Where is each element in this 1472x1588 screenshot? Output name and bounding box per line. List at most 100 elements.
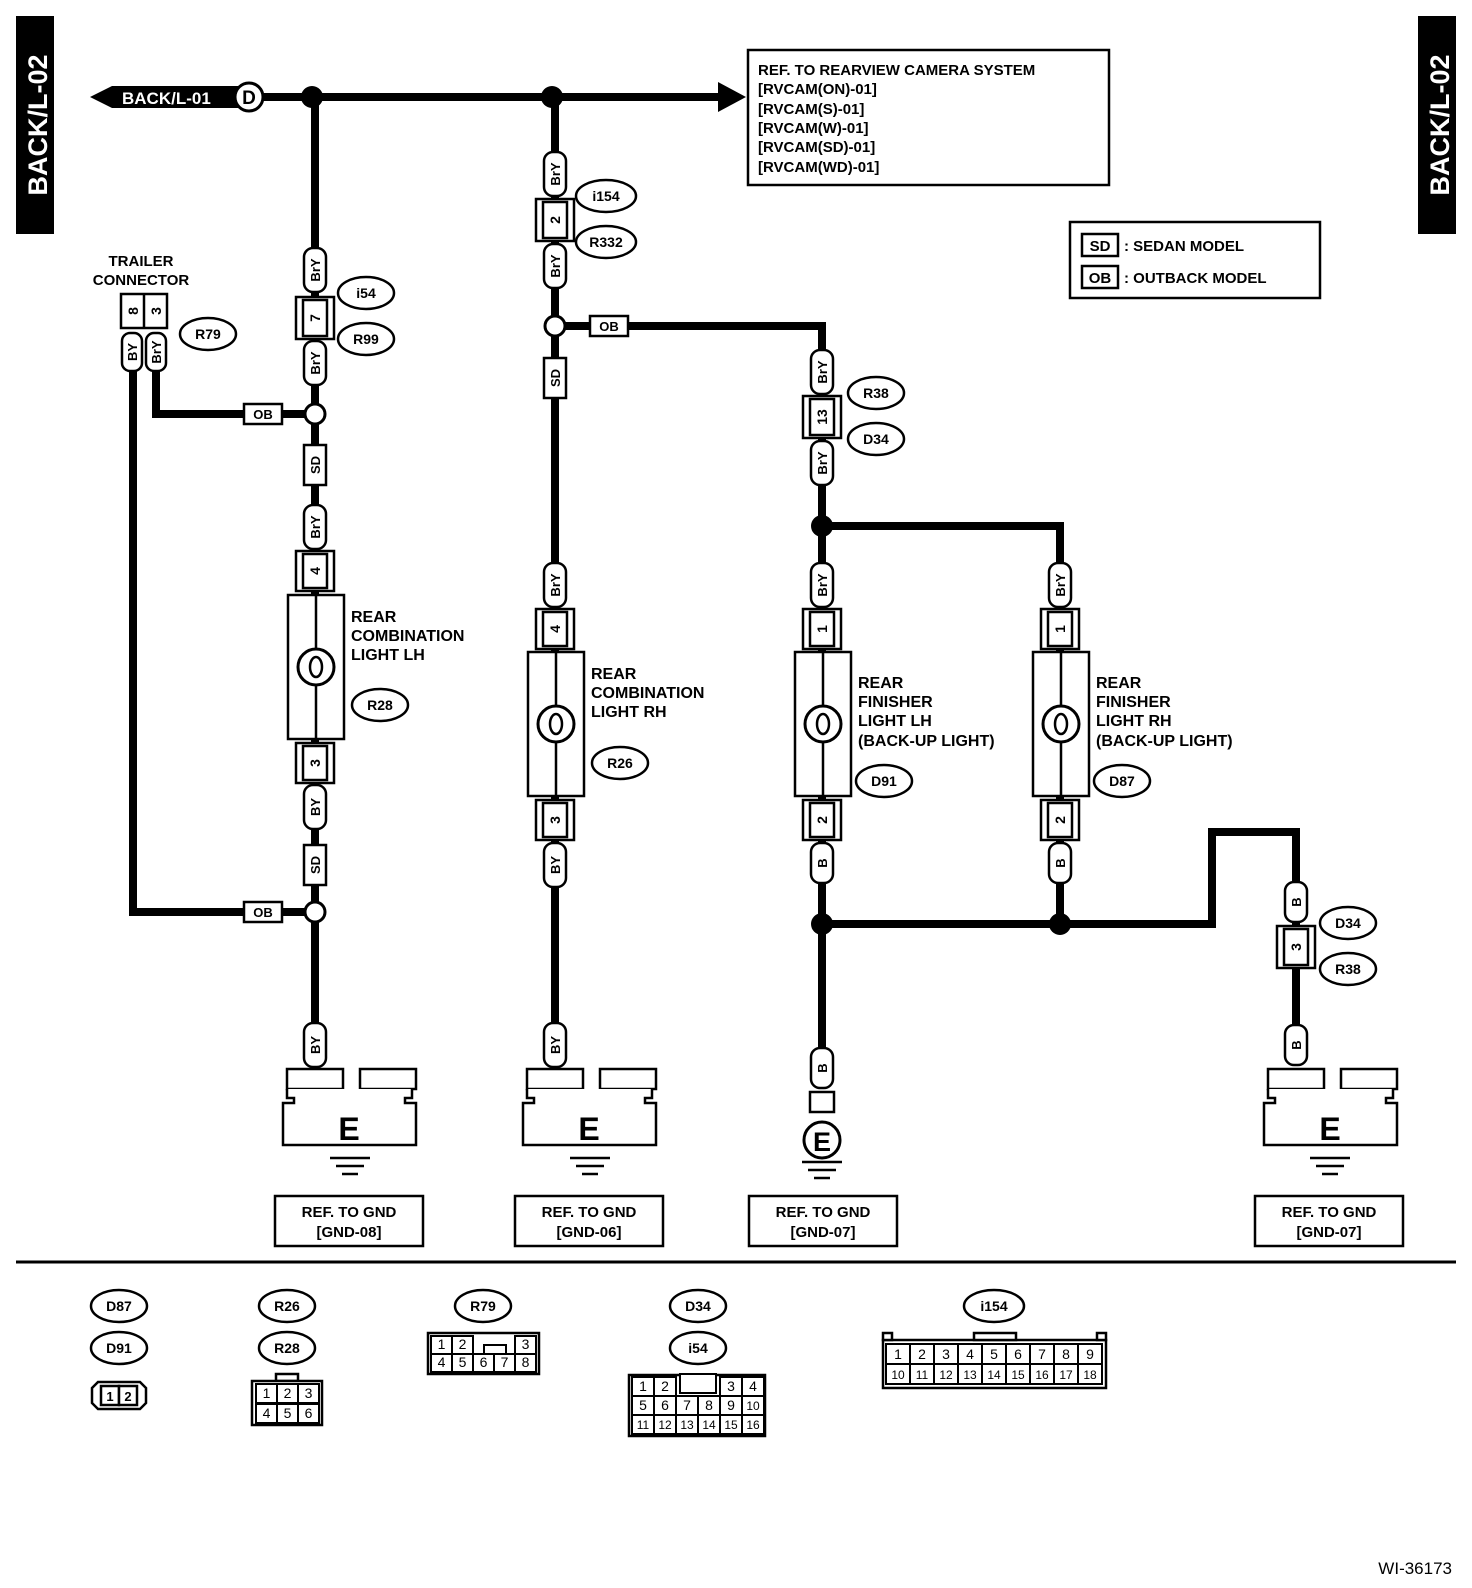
wire-by-2: BY <box>308 1036 323 1054</box>
cv-i154-pin-2: 2 <box>918 1346 926 1362</box>
cv-i154-pin-10: 10 <box>891 1368 905 1382</box>
cv-d34-pin-9: 9 <box>727 1397 735 1413</box>
pin-2: 2 <box>547 216 563 224</box>
pin-gnd07: 3 <box>1288 943 1304 951</box>
wire-bry-6: BrY <box>548 573 563 596</box>
cv-label-r28: R28 <box>274 1340 300 1356</box>
connector-r332: R332 <box>589 234 623 250</box>
cv-r79-pin-6: 6 <box>480 1354 488 1370</box>
cv-i154-pin-13: 13 <box>963 1368 977 1382</box>
cv-r79-pin-8: 8 <box>522 1354 530 1370</box>
cv-d34-pin-3: 3 <box>727 1378 735 1394</box>
cv-d34-pin-8: 8 <box>705 1397 713 1413</box>
pin-rh-out: 3 <box>547 816 563 824</box>
cv-i154-pin-3: 3 <box>942 1346 950 1362</box>
col-finisher-lh: BrY 13 R38 D34 BrY BrY 1 REAR FINISHER L… <box>793 326 1064 1160</box>
side-tab-right: BACK/L-02 <box>1418 16 1456 234</box>
cv-d34-pin-5: 5 <box>639 1397 647 1413</box>
connector-d34-b: D34 <box>1335 915 1361 931</box>
cv-d87-pin-1: 1 <box>106 1389 113 1404</box>
cv-d34-pin-6: 6 <box>661 1397 669 1413</box>
wire-b-5: B <box>1289 1040 1304 1049</box>
cv-i154-pin-17: 17 <box>1059 1368 1073 1382</box>
cv-r79-pin-5: 5 <box>459 1354 467 1370</box>
wire-bry-4: BrY <box>548 162 563 185</box>
from-ref-terminal: D <box>242 88 256 109</box>
gnd-ref-3: REF. TO GND [GND-07] <box>747 1194 899 1248</box>
cv-i154-pin-15: 15 <box>1011 1368 1025 1382</box>
cv-i154-pin-12: 12 <box>939 1368 953 1382</box>
legend-code-sd: SD <box>1090 238 1111 255</box>
gnd-ref-2-line2: [GND-06] <box>556 1224 621 1241</box>
cv-r26-pin-6: 6 <box>305 1405 313 1421</box>
gnd-ref-3-line2: [GND-07] <box>790 1224 855 1241</box>
trailer-pin-3: 3 <box>148 307 164 315</box>
wire-by-4: BY <box>548 1036 563 1054</box>
wire-bry-7: BrY <box>815 360 830 383</box>
ground-e-2: E <box>578 1111 599 1147</box>
connector-r38-a: R38 <box>863 385 889 401</box>
col-combination-rh: BrY 2 i154 R332 BrY OB SD BrY 4 REAR COM… <box>526 97 826 1069</box>
from-ref-arrow: BACK/L-01 D <box>90 81 265 113</box>
pin-frh-in: 1 <box>1052 625 1068 633</box>
pin-rh-in: 4 <box>547 625 563 633</box>
figure-id: WI-36173 <box>1378 1559 1452 1578</box>
frh-label-4: (BACK-UP LIGHT) <box>1096 733 1233 750</box>
cv-i154-pin-14: 14 <box>987 1368 1001 1382</box>
camera-ref-line-2: [RVCAM(S)-01] <box>758 101 864 118</box>
cv-label-r26: R26 <box>274 1298 300 1314</box>
frh-label-3: LIGHT RH <box>1096 713 1172 730</box>
sd-tag-2: SD <box>308 856 323 874</box>
cv-d34-pin-7: 7 <box>683 1397 691 1413</box>
cv-i154-pin-6: 6 <box>1014 1346 1022 1362</box>
side-tab-right-text: BACK/L-02 <box>1425 54 1455 195</box>
flh-label-4: (BACK-UP LIGHT) <box>858 733 995 750</box>
ground-block-1: E <box>281 1067 418 1176</box>
connector-r79: R79 <box>195 326 221 342</box>
wire-b-1: B <box>815 858 830 867</box>
cv-d34-pin-1: 1 <box>639 1378 647 1394</box>
camera-ref-line-3: [RVCAM(W)-01] <box>758 120 869 137</box>
cv-d34-pin-4: 4 <box>749 1378 757 1394</box>
ground-block-2: E <box>521 1067 658 1176</box>
connector-r26: R26 <box>607 755 633 771</box>
cv-d34-pin-16: 16 <box>746 1418 760 1432</box>
legend: SD : SEDAN MODEL OB : OUTBACK MODEL <box>1068 220 1322 300</box>
gnd-ref-3-line1: REF. TO GND <box>776 1204 871 1221</box>
connector-r38-b: R38 <box>1335 961 1361 977</box>
ob-tag-2: OB <box>253 905 273 920</box>
pin-13: 13 <box>814 409 830 425</box>
cv-r79-pin-8-cell <box>514 1353 537 1373</box>
cv-d34-pin-10: 10 <box>746 1399 760 1413</box>
col-gnd07-right: B 3 D34 R38 B <box>1275 880 1378 1067</box>
cv-i154-pin-16: 16 <box>1035 1368 1049 1382</box>
cv-i154-pin-8: 8 <box>1062 1346 1070 1362</box>
legend-text-sd: : SEDAN MODEL <box>1124 238 1244 255</box>
connector-i54: i54 <box>356 285 376 301</box>
trailer-label-2: CONNECTOR <box>93 272 190 289</box>
trailer-wire-by: BY <box>125 343 140 361</box>
cv-r79-pin-1: 1 <box>438 1336 446 1352</box>
connector-r28: R28 <box>367 697 393 713</box>
cv-i154-pin-11: 11 <box>916 1368 929 1382</box>
legend-text-ob: : OUTBACK MODEL <box>1124 270 1267 287</box>
rh-label-2: COMBINATION <box>591 685 704 702</box>
cv-i154-pin-4: 4 <box>966 1346 974 1362</box>
trailer-connector: TRAILER CONNECTOR 8 3 BY BrY R79 <box>93 253 238 373</box>
pin-flh-out: 2 <box>814 816 830 824</box>
rh-label-1: REAR <box>591 666 637 683</box>
cv-i154-pin-18: 18 <box>1083 1368 1097 1382</box>
gnd-ref-4-line2: [GND-07] <box>1296 1224 1361 1241</box>
flh-label-1: REAR <box>858 675 904 692</box>
wire-bry-2: BrY <box>308 351 323 374</box>
gnd-ref-2: REF. TO GND [GND-06] <box>513 1194 665 1248</box>
gnd-ref-1-line2: [GND-08] <box>316 1224 381 1241</box>
wire-bry-5: BrY <box>548 254 563 277</box>
cv-i154-pin-1: 1 <box>894 1346 902 1362</box>
camera-ref-line-5: [RVCAM(WD)-01] <box>758 159 879 176</box>
cv-d34-pin-13: 13 <box>680 1418 694 1432</box>
cv-label-d34: D34 <box>685 1298 711 1314</box>
ground-e-4: E <box>1319 1111 1340 1147</box>
